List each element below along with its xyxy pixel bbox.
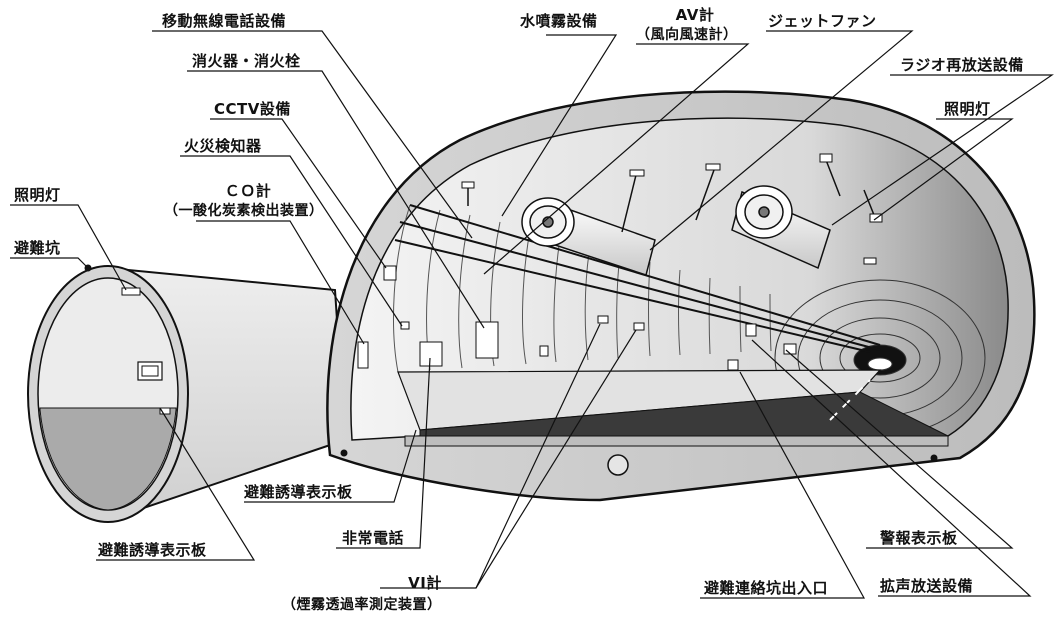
label-warning-sign: 警報表示板 [880,529,958,547]
label-water-spray: 水噴霧設備 [520,12,598,30]
label-fire-detector: 火災検知器 [184,137,262,155]
main-tunnel-drawing [326,90,1036,502]
label-av-meter-sub: （風向風速計） [636,27,738,43]
label-extinguisher: 消火器・消火栓 [192,52,301,70]
label-lighting-right: 照明灯 [944,100,991,118]
label-vi-meter-sub: （煙霧透過率測定装置） [282,597,442,613]
evacuation-shaft-drawing [27,264,347,523]
label-evacuation-shaft: 避難坑 [14,239,61,257]
label-co-meter-sub: （一酸化炭素検出装置） [164,203,324,219]
label-evac-guide-sign-mid: 避難誘導表示板 [244,483,353,501]
label-evac-connect-entrance: 避難連絡坑出入口 [704,579,829,597]
label-lighting-left: 照明灯 [14,186,61,204]
label-vi-meter: VI計 [408,574,442,592]
label-emergency-phone: 非常電話 [342,529,405,547]
label-av-meter: AV計 [675,6,715,24]
leader-lines [10,30,1054,599]
label-cctv: CCTV設備 [214,100,291,118]
label-jet-fan: ジェットファン [768,12,877,30]
label-loudspeaker: 拡声放送設備 [880,577,974,595]
label-radio-rebroadcast: ラジオ再放送設備 [900,56,1024,74]
label-mobile-radio: 移動無線電話設備 [162,12,287,30]
label-evac-guide-sign-left: 避難誘導表示板 [98,541,207,559]
label-co-meter: ＣＯ計 [224,182,272,200]
